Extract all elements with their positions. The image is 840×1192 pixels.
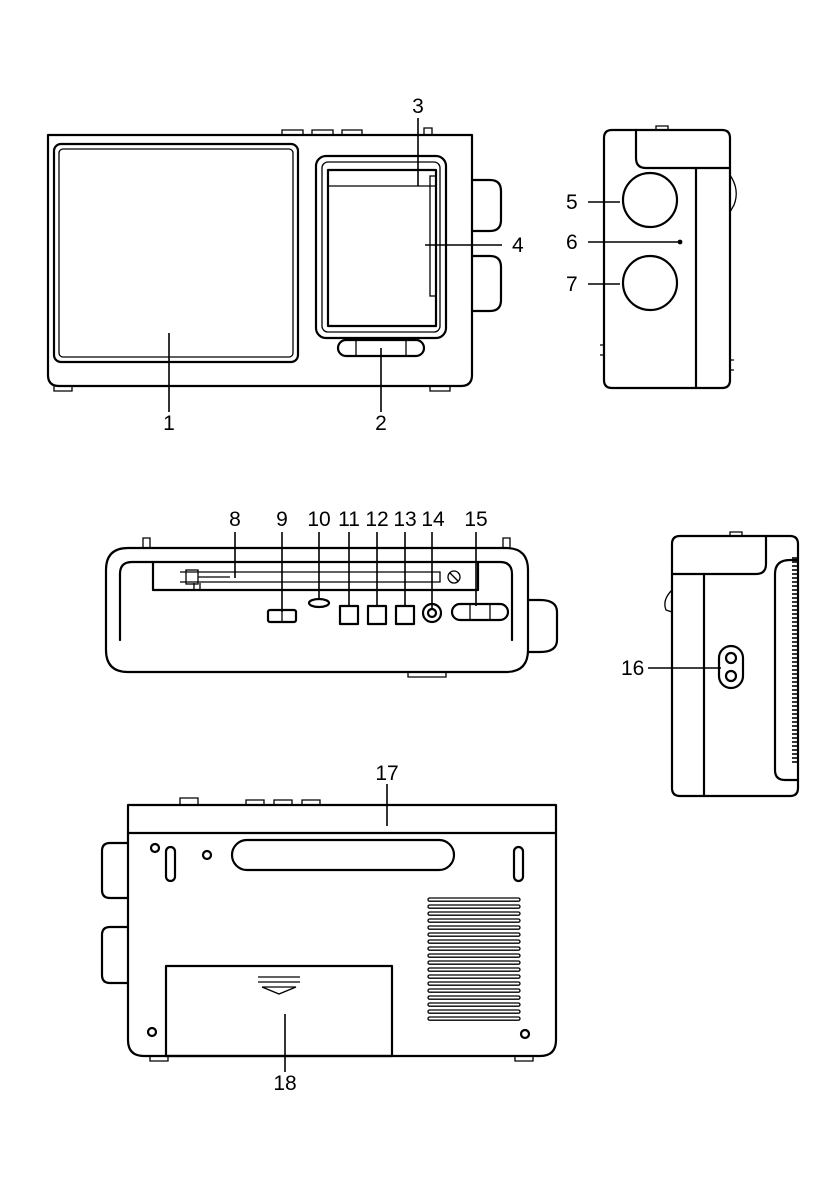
callout-18: 18 [273, 1072, 296, 1095]
back-handle-slot [232, 840, 454, 870]
back-top-strip [128, 805, 556, 833]
vent-slot [428, 961, 520, 964]
vent-slot [428, 905, 520, 908]
top-knob [528, 600, 557, 652]
battery-cover [166, 966, 392, 1056]
callout-8: 8 [229, 508, 241, 531]
callout-15: 15 [464, 508, 487, 531]
vent-slot [428, 919, 520, 922]
callout-2: 2 [375, 412, 387, 435]
button-13 [396, 606, 414, 624]
vent-slot [428, 982, 520, 985]
vent-slot [428, 1010, 520, 1013]
knob-top [472, 180, 501, 231]
vent-slot [428, 1003, 520, 1006]
side-knob-upper [623, 173, 677, 227]
telescopic-antenna [180, 570, 460, 590]
vent-slot [428, 947, 520, 950]
vent-slot [428, 898, 520, 901]
callout-1: 1 [163, 412, 175, 435]
radio-body-back [128, 833, 556, 1056]
back-knob-bottom [102, 927, 128, 983]
knob-bottom [472, 256, 501, 311]
callout-16: 16 [621, 657, 644, 680]
callout-numbers: 1 2 3 4 5 6 7 8 9 10 11 12 13 14 15 16 1… [163, 95, 644, 1095]
button-12 [368, 606, 386, 624]
front-view [48, 128, 501, 391]
right-side-view [600, 126, 736, 388]
vent-slot [428, 968, 520, 971]
back-knob-top [102, 843, 128, 898]
vent-slot [428, 1017, 520, 1020]
vent-slot [428, 996, 520, 999]
callout-5: 5 [566, 191, 578, 214]
callout-13: 13 [393, 508, 416, 531]
vent-slot [428, 989, 520, 992]
handle-recess [120, 562, 512, 640]
callout-6: 6 [566, 231, 578, 254]
callout-4: 4 [512, 234, 524, 257]
vent-slot [428, 954, 520, 957]
vent-slot [428, 912, 520, 915]
button-11 [340, 606, 358, 624]
callout-10: 10 [307, 508, 330, 531]
vent-slot [428, 926, 520, 929]
back-view [102, 798, 556, 1061]
speaker-vents [428, 898, 520, 1020]
callout-12: 12 [365, 508, 388, 531]
indicator-hole [678, 240, 683, 245]
callout-9: 9 [276, 508, 288, 531]
frequency-scale [328, 170, 436, 326]
radio-body-front [48, 135, 472, 386]
side-knob-lower [623, 256, 677, 310]
top-view [106, 538, 557, 677]
tuning-window [316, 156, 446, 338]
slider-15 [452, 604, 508, 620]
callout-11: 11 [338, 508, 360, 531]
vent-slot [428, 933, 520, 936]
callout-14: 14 [421, 508, 445, 531]
card-slot [309, 599, 329, 607]
vent-slot [428, 975, 520, 978]
callout-17: 17 [375, 762, 398, 785]
left-side-view [665, 532, 798, 796]
radio-body-top [106, 548, 528, 672]
callout-3: 3 [412, 95, 424, 118]
vent-slot [428, 940, 520, 943]
callout-7: 7 [566, 273, 578, 296]
speaker-grille [54, 144, 298, 362]
